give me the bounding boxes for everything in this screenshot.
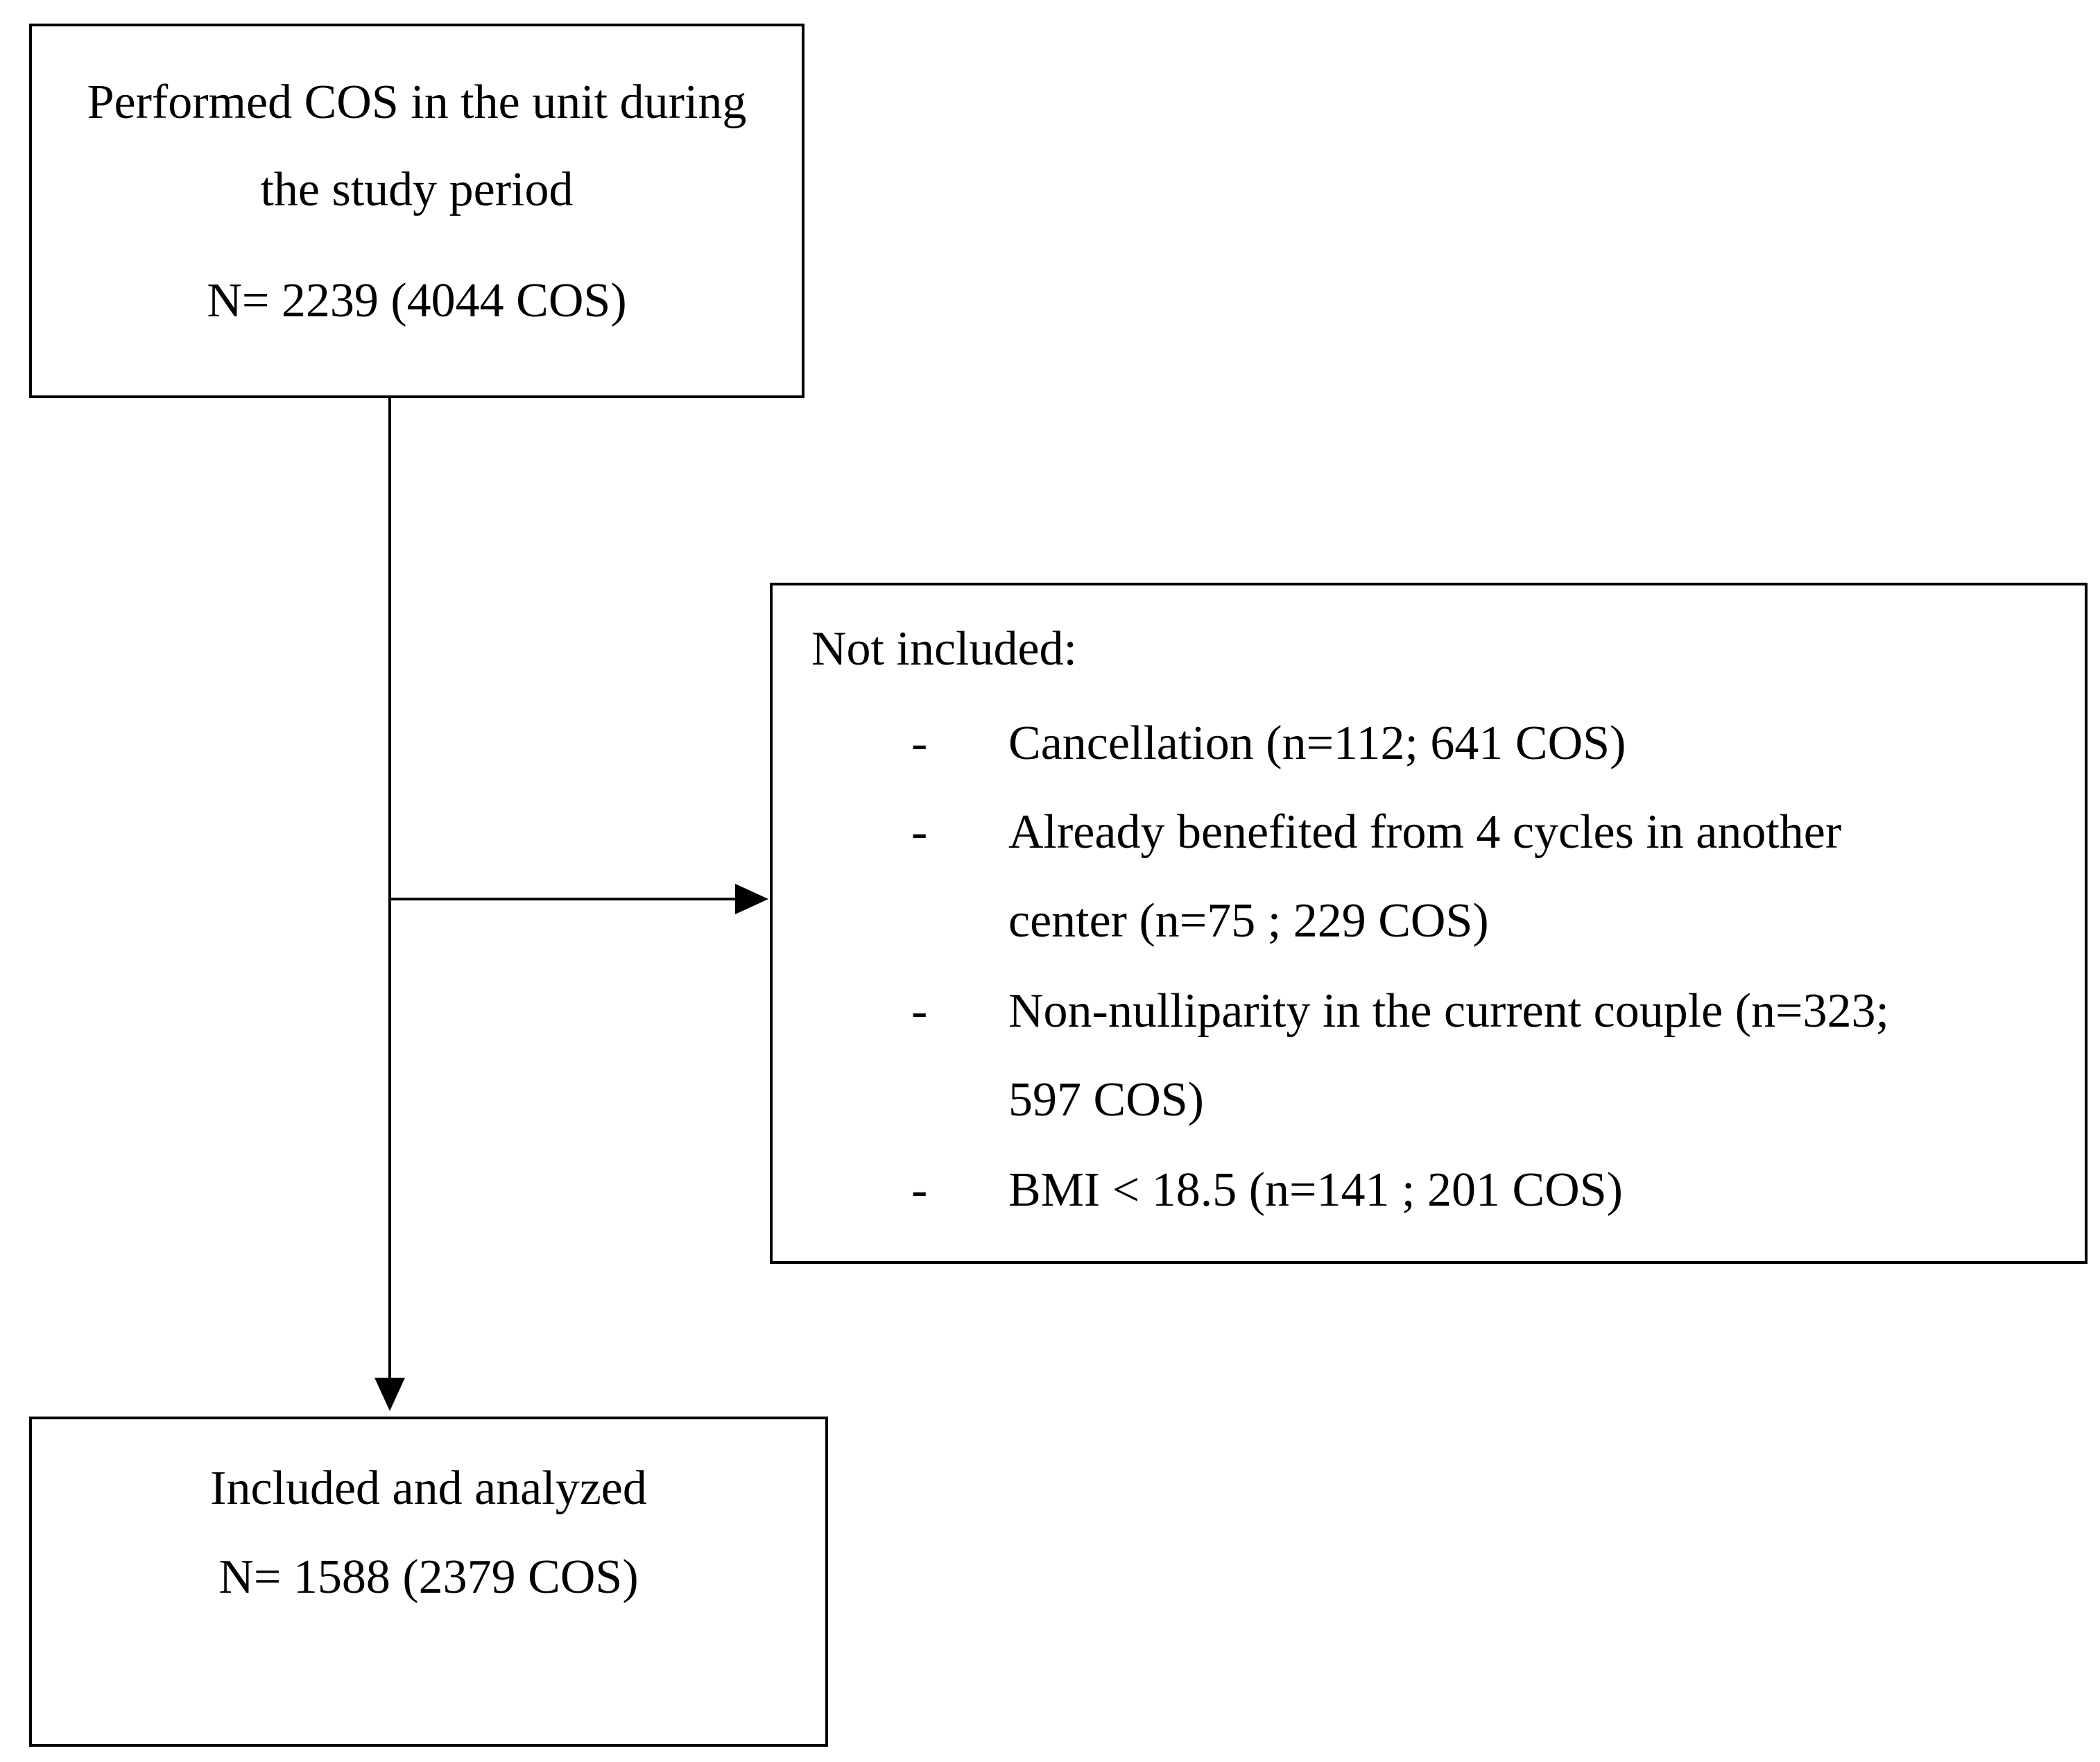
exclusion-bullet-1: - (911, 717, 928, 770)
exclusion-item-1: Cancellation (n=112; 641 COS) (1008, 717, 1626, 770)
arrowhead-right (735, 884, 768, 914)
enrollment-count: N= 2239 (4044 COS) (207, 274, 627, 327)
enrollment-box: Performed COS in the unit during the stu… (29, 24, 804, 398)
exclusion-heading: Not included: (811, 622, 1077, 676)
exclusion-bullet-3: - (911, 984, 928, 1038)
exclusion-item-3-line-1: Non-nulliparity in the current couple (n… (1008, 984, 1889, 1038)
exclusion-item-4: BMI < 18.5 (n=141 ; 201 COS) (1008, 1163, 1623, 1217)
enrollment-line-1: Performed COS in the unit during (87, 76, 747, 129)
analysis-box: Included and analyzed N= 1588 (2379 COS) (29, 1417, 828, 1747)
exclusion-item-3-line-2: 597 COS) (1008, 1073, 1204, 1127)
exclusion-item-2-line-2: center (n=75 ; 229 COS) (1008, 894, 1489, 948)
analysis-count: N= 1588 (2379 COS) (218, 1550, 639, 1604)
enrollment-line-2: the study period (260, 163, 574, 216)
exclusion-bullet-4: - (911, 1163, 928, 1217)
arrowhead-down (375, 1378, 405, 1411)
exclusion-box: Not included: - Cancellation (n=112; 641… (770, 583, 2088, 1264)
exclusion-item-2-line-1: Already benefited from 4 cycles in anoth… (1008, 805, 1842, 859)
exclusion-bullet-2: - (911, 805, 928, 859)
analysis-line-1: Included and analyzed (210, 1462, 647, 1515)
